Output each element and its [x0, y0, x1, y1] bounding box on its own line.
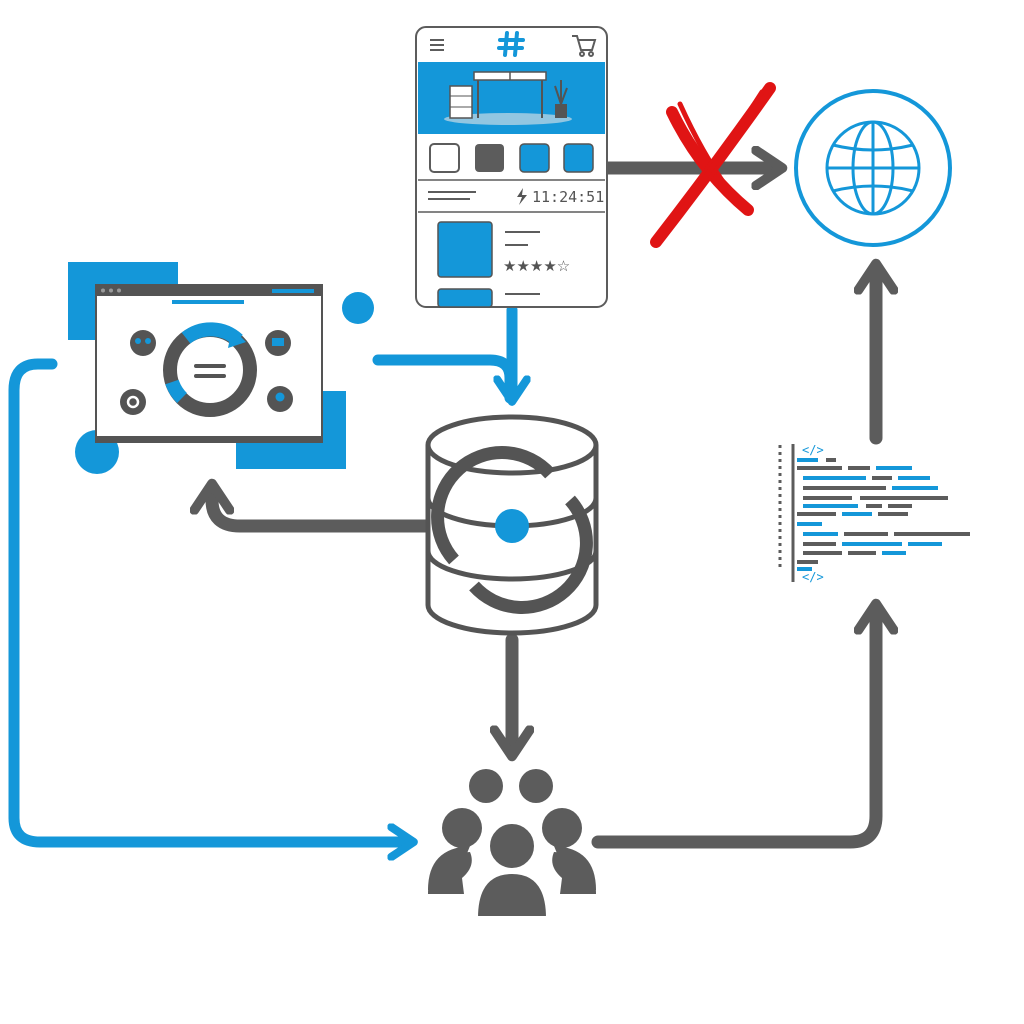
hamburger-menu-icon[interactable]	[430, 39, 444, 51]
users-group-icon	[428, 769, 596, 920]
team-icon[interactable]	[130, 330, 156, 356]
gear-icon[interactable]	[120, 389, 146, 415]
text-lines-placeholder	[428, 191, 476, 200]
shopping-cart-icon[interactable]	[572, 35, 597, 57]
lightning-icon	[517, 188, 527, 205]
swatch-blue-1[interactable]	[519, 143, 550, 173]
red-x-blocked-icon	[650, 82, 776, 248]
swatch-blue-2[interactable]	[563, 143, 594, 173]
code-lines	[797, 458, 970, 571]
arrow-dashboard-to-users	[8, 358, 410, 842]
furniture-illustration	[444, 71, 572, 125]
product-thumbnail-2[interactable]	[437, 288, 493, 308]
product-thumbnail[interactable]	[437, 221, 493, 278]
swatch-gray[interactable]	[475, 144, 504, 172]
code-tag-close: </>	[802, 570, 824, 584]
arrow-database-to-dashboard	[212, 488, 435, 533]
database-sync-icon	[425, 414, 599, 636]
globe-icon	[794, 89, 952, 247]
product-title-placeholder	[505, 231, 540, 246]
code-tag-open: </>	[802, 443, 824, 457]
dashboard-window-icon	[68, 262, 374, 474]
hashtag-logo-icon	[497, 31, 525, 57]
countdown-timer: 11:24:51	[532, 188, 604, 206]
swatch-white[interactable]	[429, 143, 460, 173]
code-panel: </> </>	[778, 443, 970, 584]
product-rating-stars: ★★★★☆	[503, 257, 570, 275]
arrow-dashboard-to-database	[372, 354, 516, 404]
process-cycle-icon	[163, 322, 257, 417]
arrow-users-to-code	[591, 608, 876, 849]
mobile-app-mockup: 11:24:51 ★★★★☆	[415, 26, 608, 308]
